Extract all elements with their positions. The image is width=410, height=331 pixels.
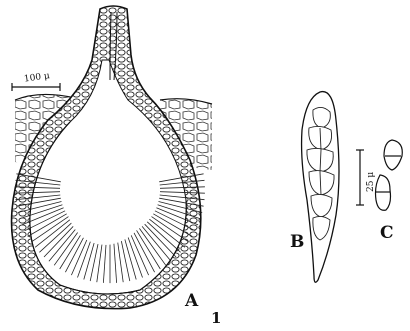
ascus-drawing (302, 92, 339, 283)
perithecium-section (12, 6, 212, 309)
spores-drawing (376, 140, 403, 210)
scale-bar-100: 100 μ (12, 71, 60, 91)
label-c: C (380, 223, 394, 243)
scale-label-100: 100 μ (23, 71, 50, 85)
spore-upper (384, 140, 402, 170)
label-a: A (184, 291, 199, 311)
scale-bar-25: 25 μ (356, 150, 376, 205)
figure-number: 1 (211, 309, 221, 327)
scale-label-25: 25 μ (366, 172, 376, 192)
spore-lower (376, 175, 391, 210)
label-b: B (290, 232, 304, 252)
